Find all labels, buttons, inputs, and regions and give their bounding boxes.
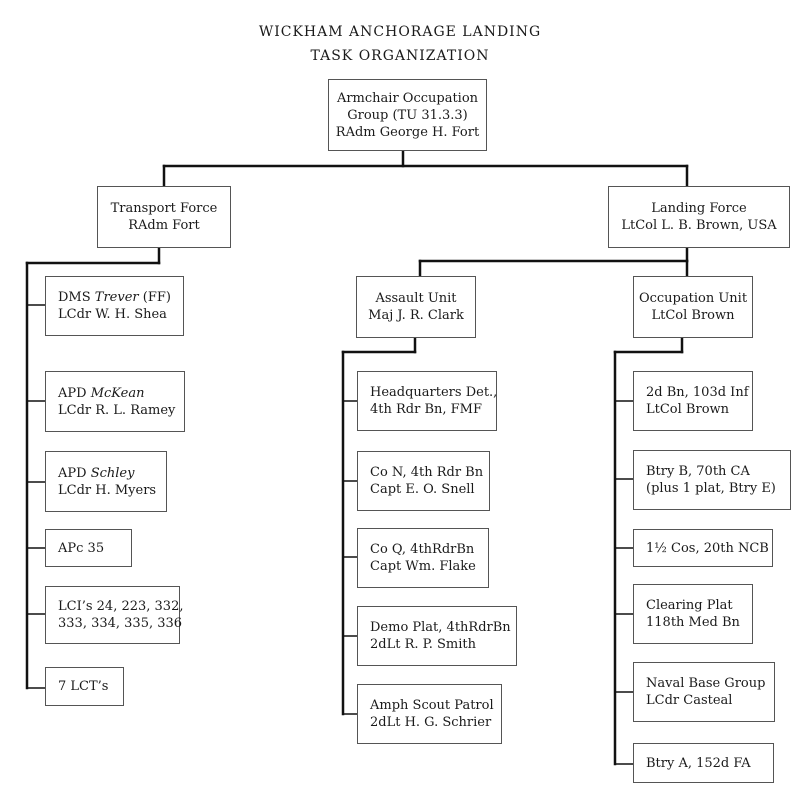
node-assault-unit-line2: Maj J. R. Clark: [368, 308, 464, 323]
node-transport-unit-line1: DMS Trever (FF): [58, 289, 171, 306]
node-root-line3: RAdm George H. Fort: [335, 124, 480, 140]
unit-type: DMS: [58, 290, 95, 305]
node-landing-force-line1: Landing Force: [651, 201, 747, 216]
node-transport-force-line2: RAdm Fort: [128, 218, 200, 233]
node-assault-sub: Demo Plat, 4thRdrBn 2dLt R. P. Smith: [357, 606, 517, 666]
node-occupation-sub-line1: 2d Bn, 103d Inf: [646, 385, 749, 400]
node-transport-unit-line1: LCI’s 24, 223, 332,: [58, 599, 184, 614]
node-occupation-sub-line1: 1½ Cos, 20th NCB: [646, 540, 769, 556]
node-occupation-sub-line1: Clearing Plat: [646, 598, 733, 613]
node-transport-force: Transport Force RAdm Fort: [97, 186, 231, 248]
node-occupation-unit-line1: Occupation Unit: [638, 291, 748, 306]
node-occupation-sub-line2: (plus 1 plat, Btry E): [646, 481, 776, 496]
node-assault-sub-line1: Co N, 4th Rdr Bn: [370, 465, 484, 480]
node-assault-sub-line2: Capt Wm. Flake: [370, 559, 476, 574]
node-occupation-sub: 1½ Cos, 20th NCB: [633, 529, 773, 567]
node-assault-sub: Co N, 4th Rdr Bn Capt E. O. Snell: [357, 451, 490, 511]
node-assault-sub-line1: Headquarters Det.,: [370, 385, 498, 400]
node-occupation-sub-line2: 118th Med Bn: [646, 615, 740, 630]
node-transport-unit: APD Schley LCdr H. Myers: [45, 451, 167, 512]
node-occupation-sub: Clearing Plat 118th Med Bn: [633, 584, 753, 644]
node-root: Armchair Occupation Group (TU 31.3.3) RA…: [328, 79, 487, 151]
node-root-line1: Armchair Occupation: [336, 90, 479, 106]
node-transport-unit: LCI’s 24, 223, 332, 333, 334, 335, 336: [45, 586, 184, 644]
unit-type: APD: [58, 465, 91, 481]
node-landing-force-line2: LtCol L. B. Brown, USA: [621, 218, 777, 233]
node-transport-unit: APc 35: [45, 529, 132, 567]
node-assault-sub: Co Q, 4thRdrBn Capt Wm. Flake: [357, 528, 489, 588]
chart-title: WICKHAM ANCHORAGE LANDING: [258, 24, 542, 40]
node-assault-sub-line1: Demo Plat, 4thRdrBn: [370, 620, 511, 635]
node-occupation-sub-line2: LtCol Brown: [646, 402, 730, 417]
unit-suffix: (FF): [138, 290, 171, 305]
node-transport-unit: APD McKean LCdr R. L. Ramey: [45, 371, 185, 432]
node-assault-sub-line2: Capt E. O. Snell: [370, 482, 475, 497]
node-assault-sub-line1: Co Q, 4thRdrBn: [370, 542, 475, 557]
node-transport-force-line1: Transport Force: [110, 201, 218, 216]
node-assault-sub-line2: 2dLt R. P. Smith: [370, 637, 476, 652]
node-assault-sub-line2: 2dLt H. G. Schrier: [370, 715, 492, 730]
node-assault-unit: Assault Unit Maj J. R. Clark: [356, 276, 476, 338]
node-occupation-sub-line1: Btry B, 70th CA: [646, 464, 750, 479]
ship-name: Trever: [94, 290, 139, 305]
node-occupation-sub: Btry B, 70th CA (plus 1 plat, Btry E): [633, 450, 791, 510]
node-occupation-sub: 2d Bn, 103d Inf LtCol Brown: [633, 371, 753, 431]
node-occupation-sub: Btry A, 152d FA: [633, 743, 774, 783]
node-occupation-unit-line2: LtCol Brown: [651, 308, 735, 323]
node-transport-unit: DMS Trever (FF) LCdr W. H. Shea: [45, 276, 184, 336]
node-assault-unit-line1: Assault Unit: [375, 291, 457, 306]
node-occupation-sub-line1: Btry A, 152d FA: [646, 755, 751, 771]
ship-name: Schley: [90, 465, 135, 481]
node-transport-unit-line1: 7 LCT’s: [58, 679, 109, 694]
chart-subtitle: TASK ORGANIZATION: [310, 48, 490, 64]
node-occupation-sub: Naval Base Group LCdr Casteal: [633, 662, 775, 722]
node-root-line2: Group (TU 31.3.3): [347, 107, 468, 123]
node-landing-force: Landing Force LtCol L. B. Brown, USA: [608, 186, 790, 248]
node-transport-unit-line2: LCdr R. L. Ramey: [58, 402, 176, 418]
node-occupation-sub-line2: LCdr Casteal: [646, 693, 733, 708]
node-transport-unit: 7 LCT’s: [45, 667, 124, 706]
node-transport-unit-line2: 333, 334, 335, 336: [58, 616, 183, 631]
node-transport-unit-line1: APD McKean: [58, 385, 144, 402]
node-assault-sub: Headquarters Det., 4th Rdr Bn, FMF: [357, 371, 497, 431]
unit-type: APD: [58, 385, 91, 401]
node-occupation-unit: Occupation Unit LtCol Brown: [633, 276, 753, 338]
ship-name: McKean: [90, 385, 145, 401]
node-transport-unit-line2: LCdr W. H. Shea: [58, 307, 167, 322]
node-transport-unit-line2: LCdr H. Myers: [58, 482, 157, 498]
node-assault-sub-line1: Amph Scout Patrol: [370, 698, 494, 713]
node-transport-unit-line1: APD Schley: [58, 465, 134, 482]
node-occupation-sub-line1: Naval Base Group: [646, 676, 766, 691]
node-assault-sub-line2: 4th Rdr Bn, FMF: [370, 402, 482, 417]
node-assault-sub: Amph Scout Patrol 2dLt H. G. Schrier: [357, 684, 502, 744]
node-transport-unit-line1: APc 35: [58, 540, 105, 556]
